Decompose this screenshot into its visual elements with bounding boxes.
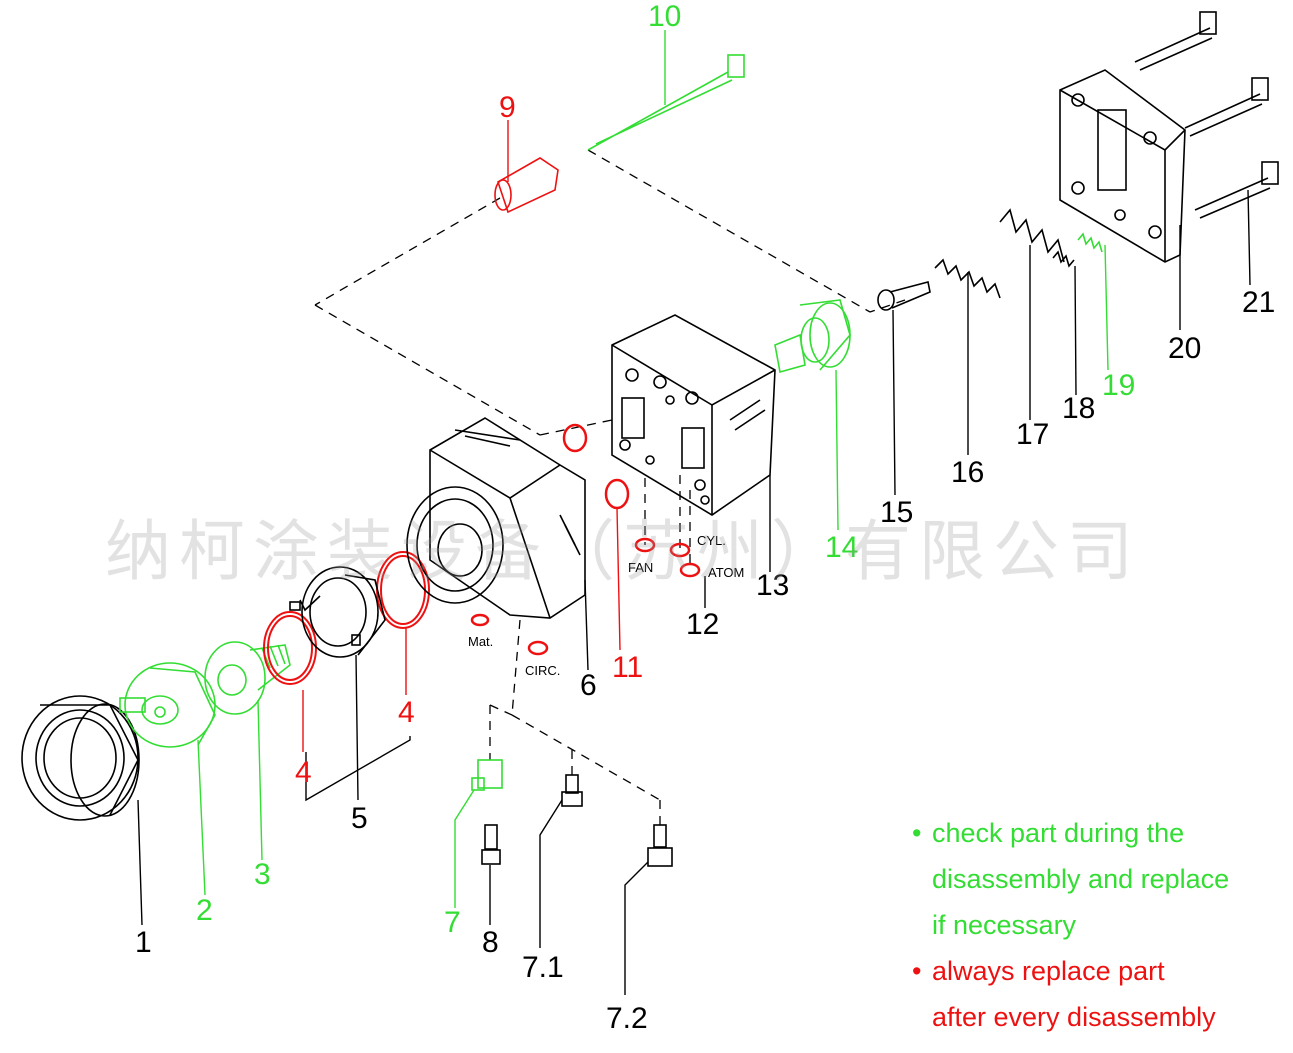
label-14: 14 <box>825 531 858 564</box>
label-21: 21 <box>1242 286 1275 319</box>
port-tags: Mat. CIRC. FAN CYL. ATOM <box>468 533 744 678</box>
legend-red-bullet: • <box>912 956 922 986</box>
part-17-spring <box>999 208 1065 263</box>
leader-lines <box>137 30 1251 995</box>
watermark-text: 纳柯涂装设备（苏州）有限公司 <box>105 513 1141 590</box>
part-7-2-screw <box>647 824 673 867</box>
part-10-needle <box>587 54 745 151</box>
legend-indent <box>912 856 932 902</box>
legend-green-line1: check part during the <box>932 818 1185 848</box>
label-18: 18 <box>1062 392 1095 425</box>
legend-red-line2-row: after every disassembly <box>912 994 1282 1040</box>
label-13: 13 <box>756 569 789 602</box>
label-11: 11 <box>612 651 643 684</box>
part-19-spring <box>1077 232 1103 253</box>
part-1-knurled-nut <box>21 695 140 821</box>
legend-green-line2: disassembly and replace <box>932 864 1230 894</box>
port-tag-circ: CIRC. <box>525 663 560 678</box>
label-4-right: 4 <box>398 696 415 729</box>
legend-red-line2: after every disassembly <box>932 1002 1216 1032</box>
part-20-cover-plate <box>1059 69 1186 263</box>
label-5: 5 <box>351 802 368 835</box>
part-number-labels: 1 2 3 4 4 5 6 7 7.1 7.2 8 9 10 11 12 13 … <box>135 0 1275 1035</box>
label-16: 16 <box>951 456 984 489</box>
part-15-needle-head <box>877 281 931 311</box>
label-7-2: 7.2 <box>606 1002 648 1035</box>
label-7: 7 <box>444 906 461 939</box>
label-19: 19 <box>1102 369 1135 402</box>
part-8-screw <box>481 824 501 865</box>
part-5-retainer <box>289 566 386 658</box>
legend-green-line3-row: if necessary <box>912 902 1282 948</box>
label-2: 2 <box>196 894 213 927</box>
part-13-distributor-block <box>611 314 776 516</box>
label-12: 12 <box>686 608 719 641</box>
label-9: 9 <box>499 91 516 124</box>
part-7-1-screw <box>561 774 583 807</box>
port-tag-atom: ATOM <box>708 565 744 580</box>
label-10: 10 <box>648 0 681 33</box>
label-3: 3 <box>254 858 271 891</box>
legend-red-item: • always replace part <box>912 948 1282 994</box>
part-9-fitting <box>494 157 559 214</box>
legend-green-line3: if necessary <box>932 910 1077 940</box>
assembly-axis-lines <box>314 149 906 825</box>
legend-green-line2-row: disassembly and replace <box>912 856 1282 902</box>
label-1: 1 <box>135 926 152 959</box>
part-21-bolts <box>1134 11 1279 219</box>
label-4-left: 4 <box>295 756 312 789</box>
label-15: 15 <box>880 496 913 529</box>
label-7-1: 7.1 <box>522 951 564 984</box>
label-20: 20 <box>1168 332 1201 365</box>
label-8: 8 <box>482 926 499 959</box>
legend-red-line1: always replace part <box>932 956 1165 986</box>
part-14-valve <box>774 299 851 374</box>
part-7-fitting <box>471 759 503 791</box>
part-3-nozzle <box>204 641 291 715</box>
label-17: 17 <box>1016 418 1049 451</box>
legend-green-item: • check part during the <box>912 810 1282 856</box>
legend-indent <box>912 994 932 1040</box>
part-18-spring <box>1052 250 1075 268</box>
port-tag-fan: FAN <box>628 560 653 575</box>
legend-green-bullet: • <box>912 818 922 848</box>
port-tag-cyl: CYL. <box>697 533 726 548</box>
part-16-spring <box>934 258 1001 299</box>
legend: • check part during the disassembly and … <box>912 810 1282 1040</box>
legend-indent <box>912 902 932 948</box>
port-tag-mat: Mat. <box>468 634 493 649</box>
part-11-o-rings <box>470 423 701 656</box>
label-6: 6 <box>580 669 597 702</box>
